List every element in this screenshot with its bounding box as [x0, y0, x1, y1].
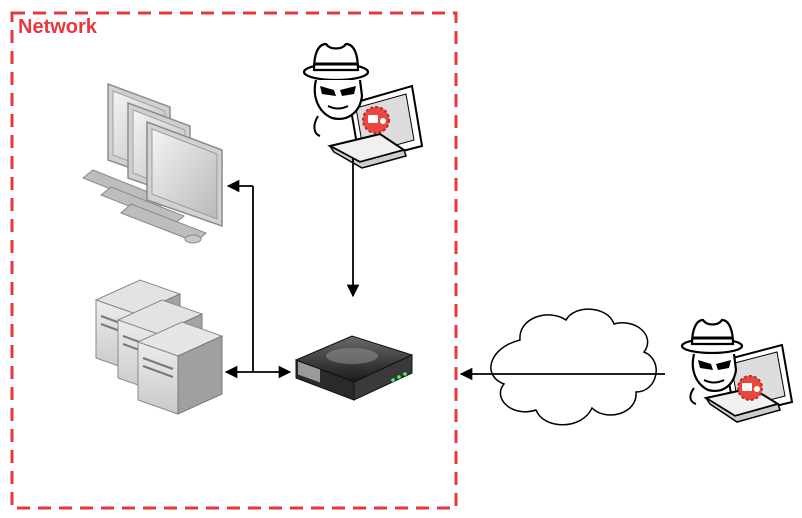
cloud-icon [490, 308, 657, 426]
hacker-laptop-icon-internal [302, 42, 424, 169]
network-label: Network [18, 16, 97, 38]
router-icon [294, 335, 414, 401]
hacker-laptop-icon-external [680, 318, 794, 423]
server-rack-icon [94, 279, 224, 415]
desktop-computers-icon [82, 82, 223, 244]
network-boundary [10, 11, 458, 510]
